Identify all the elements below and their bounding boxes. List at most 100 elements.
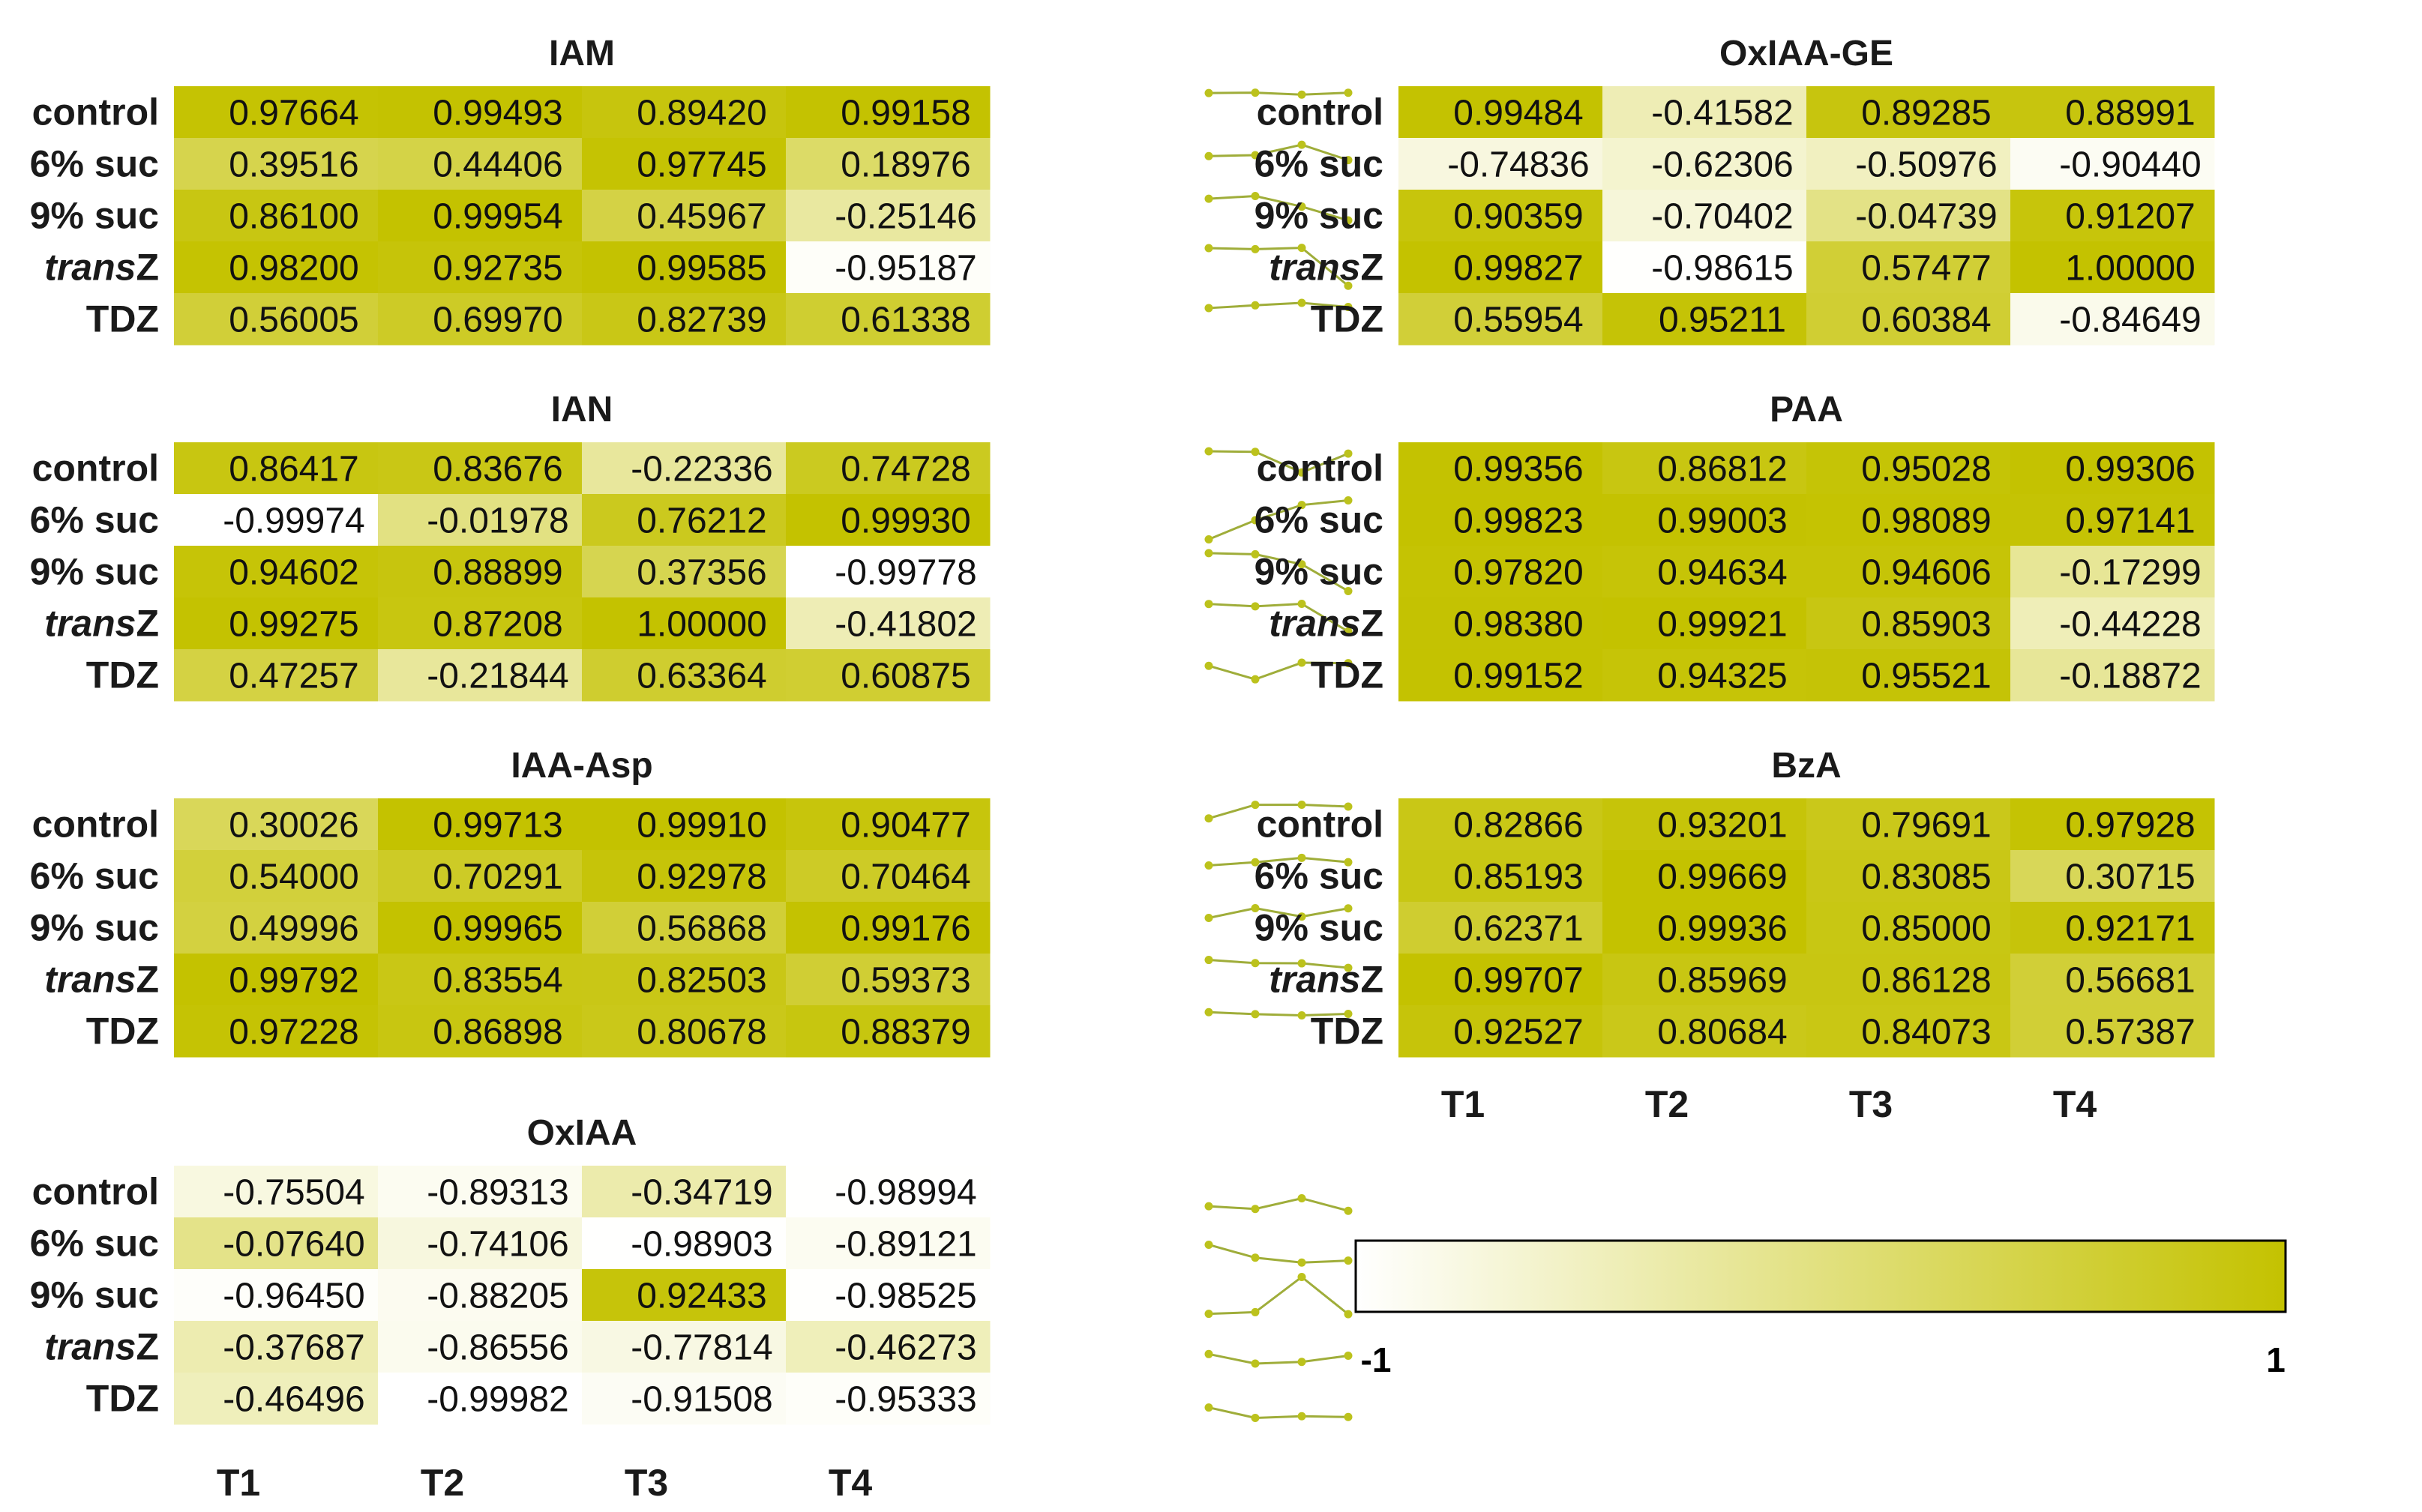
sparkline-point (1251, 192, 1260, 201)
cell-value-label: -0.98615 (1651, 249, 1794, 289)
heatmap-cell (378, 850, 583, 903)
row-label: transZ (1269, 603, 1383, 645)
sparkline (1208, 450, 1349, 474)
heatmap-cell (582, 1166, 787, 1218)
cell-value-label: 0.86812 (1657, 450, 1788, 490)
sparkline-point (1251, 959, 1260, 968)
cell-value-label: 0.60384 (1861, 301, 1992, 340)
sparkline-point (1344, 281, 1353, 290)
colorbar: -1 1 (1354, 1239, 2287, 1379)
sparkline-point (1344, 1206, 1353, 1215)
heatmap-cell (174, 1217, 379, 1270)
heatmap-cell (1602, 138, 1807, 190)
heatmap-cell (1398, 954, 1603, 1006)
heatmap-cell (174, 850, 379, 903)
sparkline-point (1344, 1010, 1353, 1019)
cell-value-label: 0.95521 (1861, 657, 1992, 696)
row-label: 6% suc (1254, 855, 1383, 897)
heatmap-cell (1806, 546, 2011, 598)
sparkline-point (1204, 1349, 1213, 1358)
cell-value-label: 0.99275 (229, 605, 359, 645)
cell-value-label: -0.98903 (631, 1225, 773, 1265)
heatmap-cell (786, 241, 991, 294)
cell-value-label: 0.88379 (841, 1013, 971, 1052)
cell-value-label: 0.30715 (2065, 858, 2196, 897)
cell-value-label: 0.76212 (637, 502, 767, 541)
heatmap-cell (582, 442, 787, 495)
heatmap-cell (2010, 190, 2215, 242)
heatmap-cell (1602, 649, 1807, 702)
row-label: control (1257, 91, 1383, 133)
sparkline-point (1344, 586, 1353, 595)
sparkline-point (1344, 216, 1353, 225)
heatmap-cell (582, 1269, 787, 1322)
heatmap-cell (786, 1321, 991, 1373)
heatmap-cell (1602, 546, 1807, 598)
cell-value-label: 0.99484 (1453, 94, 1584, 133)
cell-value-label: -0.07640 (223, 1225, 365, 1265)
sparkline-point (1344, 1352, 1353, 1361)
sparkline-point (1204, 244, 1213, 253)
heatmap-cell (786, 798, 991, 851)
panel-title: OxIAA-GE (1719, 34, 1893, 73)
sparkline (1208, 91, 1349, 96)
cell-value-label: -0.41802 (835, 605, 977, 645)
heatmap-cell (1398, 546, 1603, 598)
heatmap-cell (378, 1217, 583, 1270)
sparkline-point (1297, 202, 1306, 211)
heatmap-cell (378, 902, 583, 954)
sparkline-point (1251, 516, 1260, 525)
sparkline-point (1251, 448, 1260, 457)
sparkline-point (1297, 298, 1306, 307)
sparkline-point (1297, 244, 1306, 253)
heatmap-cell (174, 902, 379, 954)
sparkline-point (1204, 861, 1213, 870)
heatmap-cell (174, 190, 379, 242)
heatmap-cell (2010, 1005, 2215, 1058)
sparkline-point (1251, 675, 1260, 684)
sparkline-point (1251, 801, 1260, 810)
sparkline-point (1297, 468, 1306, 477)
heatmap-cell (1806, 241, 2011, 294)
sparkline-point (1297, 959, 1306, 968)
cell-value-label: -0.04739 (1855, 197, 1998, 237)
cell-value-label: 0.60875 (841, 657, 971, 696)
cell-value-label: -0.95333 (835, 1380, 977, 1420)
cell-value-label: 1.00000 (637, 605, 767, 645)
row-label: control (1257, 448, 1383, 490)
row-label: control (32, 804, 159, 846)
cell-value-label: 0.83085 (1861, 858, 1992, 897)
heatmap-cell (786, 597, 991, 650)
x-axis-label: T3 (625, 1462, 668, 1504)
cell-value-label: 0.49996 (229, 909, 359, 949)
row-label: 9% suc (30, 195, 159, 237)
cell-value-label: 0.98380 (1453, 605, 1584, 645)
sparkline-point (1204, 534, 1213, 543)
heatmap-cell (1602, 798, 1807, 851)
sparkline-point (1251, 1253, 1260, 1262)
cell-value-label: 0.59373 (841, 961, 971, 1001)
sparkline-point (1297, 1358, 1306, 1367)
sparkline (1208, 499, 1349, 540)
cell-value-label: 0.97928 (2065, 806, 2196, 846)
row-label: 9% suc (1254, 551, 1383, 593)
panel-title: OxIAA (527, 1113, 637, 1153)
sparkline-point (1344, 858, 1353, 867)
heatmap-cell (174, 597, 379, 650)
cell-value-label: 0.90359 (1453, 197, 1584, 237)
colorbar-gradient (1354, 1239, 2287, 1313)
sparkline (1208, 1275, 1349, 1316)
cell-value-label: 0.99921 (1657, 605, 1788, 645)
cell-value-label: 0.99152 (1453, 657, 1584, 696)
heatmap-cell (378, 1321, 583, 1373)
cell-value-label: 0.89420 (637, 94, 767, 133)
heatmap-cell (582, 241, 787, 294)
heatmap-cell (1806, 190, 2011, 242)
heatmap-cell (582, 138, 787, 190)
row-label: 6% suc (1254, 499, 1383, 541)
cell-value-label: -0.46273 (835, 1328, 977, 1368)
cell-value-label: 0.99965 (433, 909, 563, 949)
cell-value-label: -0.44228 (2059, 605, 2202, 645)
